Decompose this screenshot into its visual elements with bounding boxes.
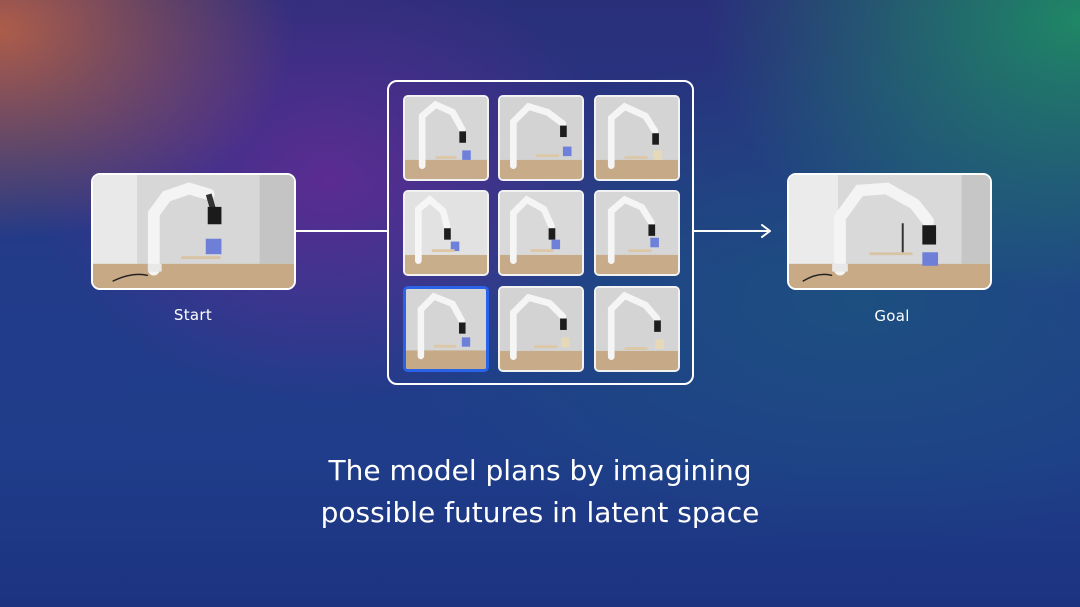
future-frame-4 <box>403 190 489 276</box>
goal-frame <box>787 173 992 290</box>
connector-line-right <box>694 230 768 232</box>
imagined-futures-grid <box>387 80 694 385</box>
goal-label: Goal <box>874 307 910 325</box>
future-frame-9 <box>594 286 680 372</box>
goal-robot-image <box>789 175 990 288</box>
headline-line-2: possible futures in latent space <box>320 496 760 529</box>
future-frame-2 <box>498 95 584 181</box>
start-label: Start <box>173 306 213 324</box>
start-robot-image <box>93 175 294 288</box>
headline-line-1: The model plans by imagining <box>328 454 752 487</box>
arrow-right-icon <box>761 224 771 238</box>
connector-line-left <box>296 230 387 232</box>
future-frame-5 <box>498 190 584 276</box>
future-frame-1 <box>403 95 489 181</box>
future-frame-3 <box>594 95 680 181</box>
headline: The model plans by imagining possible fu… <box>240 450 840 534</box>
future-frame-7-selected <box>403 286 489 372</box>
start-frame <box>91 173 296 290</box>
future-frame-8 <box>498 286 584 372</box>
future-frame-6 <box>594 190 680 276</box>
